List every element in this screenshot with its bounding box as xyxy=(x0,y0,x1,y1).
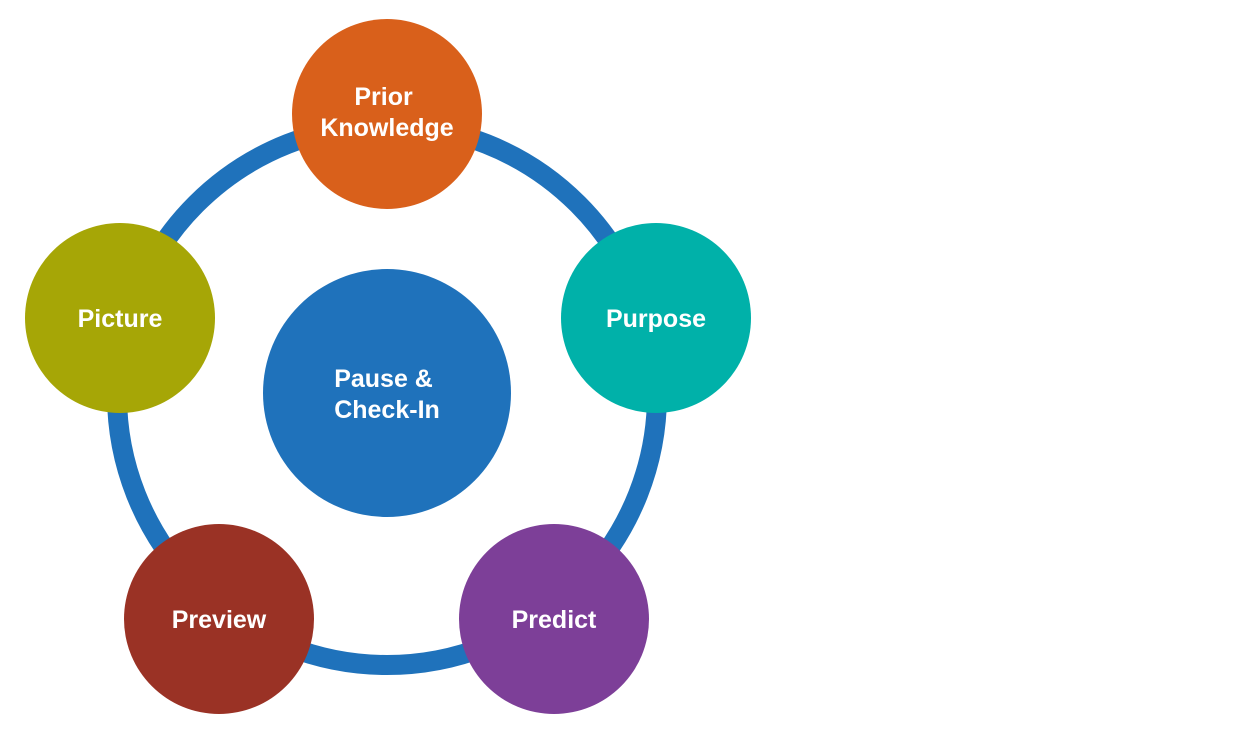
picture-label: Picture xyxy=(78,305,163,333)
purpose-circle xyxy=(561,223,751,413)
node-predict: Predict xyxy=(459,524,649,714)
prior-knowledge-label: Prior Knowledge xyxy=(320,83,453,142)
picture-circle xyxy=(25,223,215,413)
center-node: Pause & Check-In xyxy=(263,269,511,517)
node-purpose: Purpose xyxy=(561,223,751,413)
node-preview: Preview xyxy=(124,524,314,714)
node-prior-knowledge: Prior Knowledge xyxy=(292,19,482,209)
center-label: Pause & Check-In xyxy=(334,365,440,424)
purpose-label: Purpose xyxy=(606,305,706,333)
prior-knowledge-label-line-2: Knowledge xyxy=(320,114,453,142)
node-picture: Picture xyxy=(25,223,215,413)
center-label-line-2: Check-In xyxy=(334,396,440,424)
predict-label: Predict xyxy=(512,606,597,634)
prior-knowledge-label-line-1: Prior xyxy=(354,83,413,111)
prior-knowledge-circle xyxy=(292,19,482,209)
center-circle xyxy=(263,269,511,517)
preview-label: Preview xyxy=(172,606,267,634)
predict-circle xyxy=(459,524,649,714)
preview-circle xyxy=(124,524,314,714)
center-label-line-1: Pause & xyxy=(334,365,433,393)
